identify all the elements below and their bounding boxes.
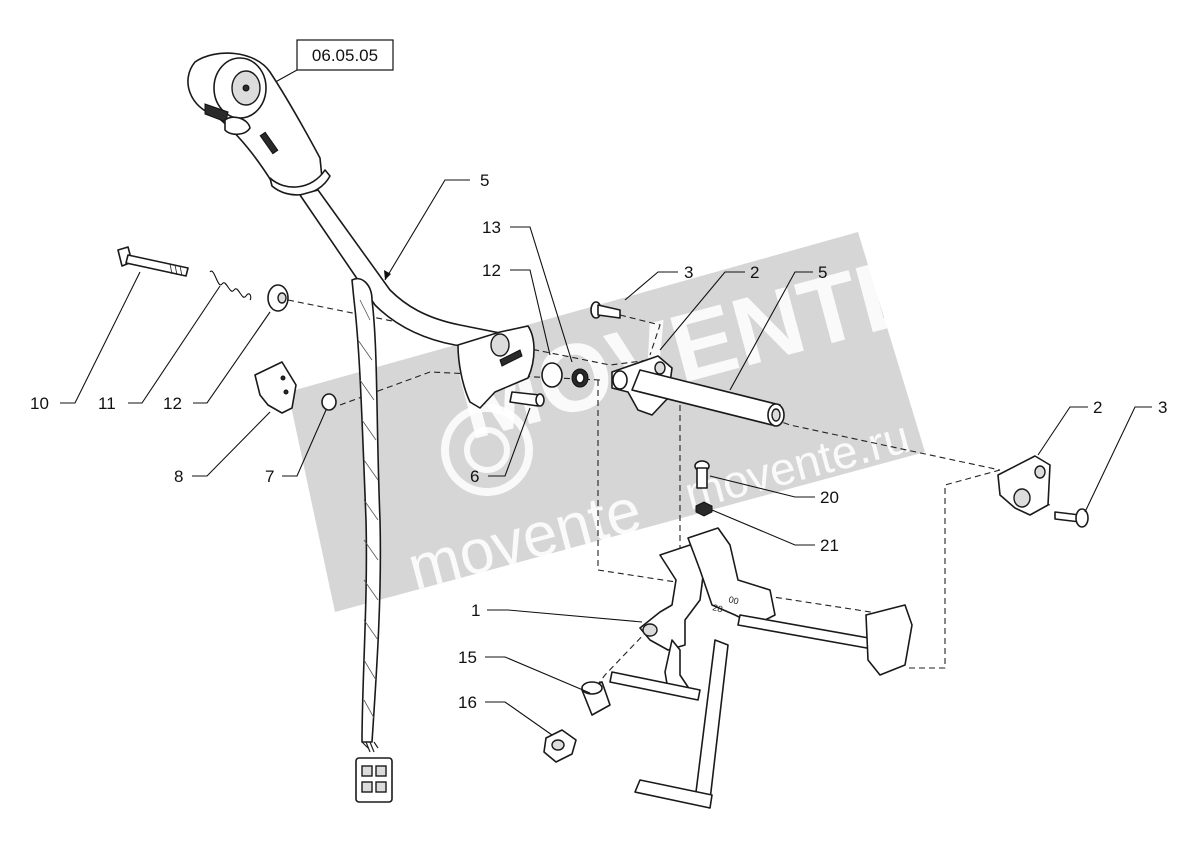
pivot-bracket [457, 325, 535, 409]
svg-text:28: 28 [711, 602, 723, 614]
callout-1[interactable]: 1 [471, 601, 480, 620]
nut-13 [571, 368, 589, 388]
callout-8[interactable]: 8 [174, 467, 183, 486]
callout-13[interactable]: 13 [482, 218, 501, 237]
callout-2-right[interactable]: 2 [1093, 398, 1102, 417]
watermark-bearing-inner-icon [464, 427, 510, 473]
callout-3-right[interactable]: 3 [1158, 398, 1167, 417]
bushing-12-right [541, 362, 563, 388]
watermark-band [288, 232, 925, 612]
tube-5 [631, 369, 785, 427]
clamp-2-right [997, 455, 1051, 516]
spring-11 [209, 270, 252, 301]
nut-21 [695, 501, 713, 517]
screw-20 [694, 460, 710, 489]
spacer-15 [581, 681, 611, 716]
reference-box[interactable]: 06.05.05 [269, 39, 394, 86]
leader-lines [60, 179, 1152, 736]
reference-box-label: 06.05.05 [312, 46, 378, 65]
bracket-8 [254, 361, 297, 414]
bolt-10 [117, 246, 189, 277]
callout-21[interactable]: 21 [820, 536, 839, 555]
callout-7[interactable]: 7 [265, 467, 274, 486]
callout-labels: 5 13 12 3 2 5 10 11 12 8 7 6 20 21 2 3 1… [30, 171, 1167, 712]
callout-11[interactable]: 11 [98, 394, 116, 413]
svg-text:00: 00 [727, 594, 739, 606]
watermark-bearing-icon [441, 404, 533, 496]
callout-5-top[interactable]: 5 [480, 171, 489, 190]
cable-harness [351, 278, 393, 803]
bushing-12-left [267, 284, 289, 312]
screw-3-top [590, 301, 621, 319]
connector-plug [355, 757, 393, 803]
lever-shaft [299, 189, 511, 353]
callout-6[interactable]: 6 [470, 467, 479, 486]
callout-10[interactable]: 10 [30, 394, 49, 413]
callout-15[interactable]: 15 [458, 648, 477, 667]
joystick-handle [187, 52, 331, 196]
callout-12-left[interactable]: 12 [163, 394, 182, 413]
callout-12-top[interactable]: 12 [482, 261, 501, 280]
callout-3-top[interactable]: 3 [684, 263, 693, 282]
callout-16[interactable]: 16 [458, 693, 477, 712]
callout-2-top[interactable]: 2 [750, 263, 759, 282]
callout-20[interactable]: 20 [820, 488, 839, 507]
mounting-frame-1: 28 00 [609, 527, 913, 809]
pin-6 [509, 391, 545, 407]
screw-3-right [1054, 508, 1089, 528]
bushing-7 [321, 393, 337, 411]
callout-5-right[interactable]: 5 [818, 263, 827, 282]
nut-16 [543, 729, 577, 763]
